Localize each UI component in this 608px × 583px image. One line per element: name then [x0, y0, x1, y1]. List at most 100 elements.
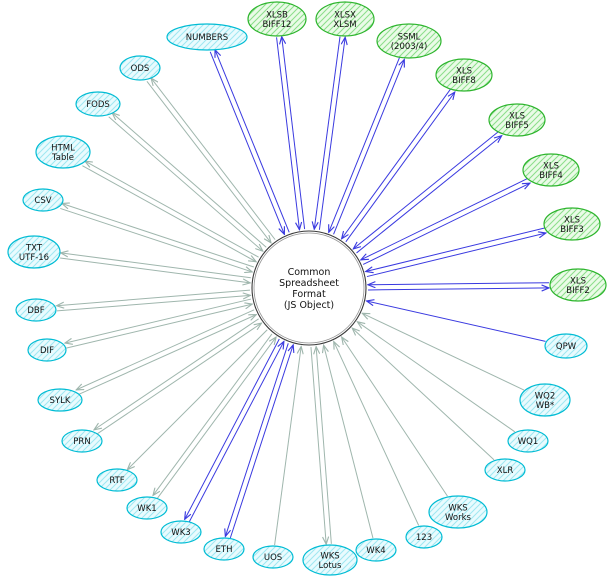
- node-123: 123: [405, 525, 443, 549]
- node-dbf: DBF: [15, 298, 57, 322]
- node-shape-wq1: [507, 429, 549, 453]
- node-label-numbers: NUMBERS: [186, 33, 228, 43]
- edge-prn: [94, 318, 262, 435]
- node-wq1: WQ1: [507, 429, 549, 453]
- node-csv: CSV: [22, 188, 64, 212]
- node-shape-wq2-wb: [519, 383, 571, 417]
- edge-rtf: [127, 329, 268, 470]
- node-shape-xls-biff8: [435, 58, 493, 92]
- node-label-wk3: WK3: [171, 528, 190, 538]
- node-label-dif: DIF: [40, 346, 54, 356]
- node-dif: DIF: [27, 338, 67, 362]
- edge-wk4: [324, 345, 374, 539]
- node-label-dbf: DBF: [27, 306, 44, 316]
- node-label-ods: ODS: [131, 64, 150, 74]
- node-shape-xls-biff2: [549, 268, 607, 302]
- edge-xlsx-xlsm: [314, 37, 345, 230]
- node-shape-qpw: [544, 333, 588, 359]
- edge-fods: [108, 113, 267, 251]
- node-shape-xlsb-biff12: [247, 1, 307, 37]
- node-shape-xlsx-xlsm: [315, 1, 375, 37]
- node-ssml: SSML(2003/4): [376, 23, 442, 59]
- node-xlr: XLR: [484, 458, 526, 482]
- edge-wk3: [185, 338, 284, 522]
- edge-numbers: [209, 50, 290, 234]
- node-shape-xls-biff4: [522, 153, 580, 187]
- node-qpw: QPW: [544, 333, 588, 359]
- center-shape: [251, 230, 367, 346]
- node-shape-ssml: [376, 23, 442, 59]
- node-shape-dif: [27, 338, 67, 362]
- node-shape-sylk: [37, 388, 83, 412]
- edge-xlr: [352, 328, 495, 461]
- node-shape-wk3: [160, 520, 202, 544]
- edge-txt-utf16: [60, 253, 251, 283]
- edge-wq2-wb: [362, 313, 525, 391]
- node-shape-ods: [119, 55, 161, 81]
- node-shape-123: [405, 525, 443, 549]
- node-eth: ETH: [203, 537, 245, 561]
- node-shape-csv: [22, 188, 64, 212]
- node-shape-xls-biff3: [543, 207, 601, 241]
- node-shape-wks-works: [428, 495, 488, 529]
- node-ods: ODS: [119, 55, 161, 81]
- edge-xls-biff2: [368, 283, 549, 290]
- edge-wks-works: [342, 337, 448, 497]
- node-label-qpw: QPW: [556, 342, 577, 352]
- edge-eth: [225, 343, 293, 539]
- node-shape-prn: [61, 429, 103, 453]
- node-label-fods: FODS: [86, 100, 110, 110]
- node-shape-eth: [203, 537, 245, 561]
- node-numbers: NUMBERS: [166, 23, 248, 51]
- node-label-xlr: XLR: [497, 466, 514, 476]
- node-shape-uos: [252, 545, 294, 569]
- node-label-ssml: SSML(2003/4): [391, 32, 428, 52]
- node-label-csv: CSV: [34, 196, 51, 206]
- node-label-wk1: WK1: [137, 504, 156, 514]
- edge-csv: [60, 204, 254, 272]
- edge-123: [334, 342, 420, 526]
- node-uos: UOS: [252, 545, 294, 569]
- node-label-uos: UOS: [264, 553, 282, 563]
- edge-ods: [146, 78, 276, 243]
- edge-xls-biff8: [342, 88, 455, 243]
- edge-wk1: [153, 333, 276, 499]
- edge-html-table: [82, 161, 259, 262]
- edge-xls-biff4: [361, 178, 530, 265]
- node-sylk: SYLK: [37, 388, 83, 412]
- edge-dif: [65, 298, 252, 349]
- node-fods: FODS: [75, 91, 121, 117]
- edge-ssml: [329, 57, 405, 235]
- edge-uos: [274, 346, 302, 546]
- node-shape-wks-lotus: [302, 544, 358, 576]
- edge-wq1: [357, 322, 516, 433]
- edge-sylk: [76, 309, 256, 396]
- node-prn: PRN: [61, 429, 103, 453]
- node-label-wk4: WK4: [366, 546, 385, 556]
- node-shape-txt-utf16: [7, 235, 61, 269]
- node-shape-wk1: [126, 496, 168, 520]
- node-shape-wk4: [355, 538, 397, 562]
- node-label-eth: ETH: [216, 545, 233, 555]
- edge-qpw: [367, 301, 546, 342]
- node-shape-fods: [75, 91, 121, 117]
